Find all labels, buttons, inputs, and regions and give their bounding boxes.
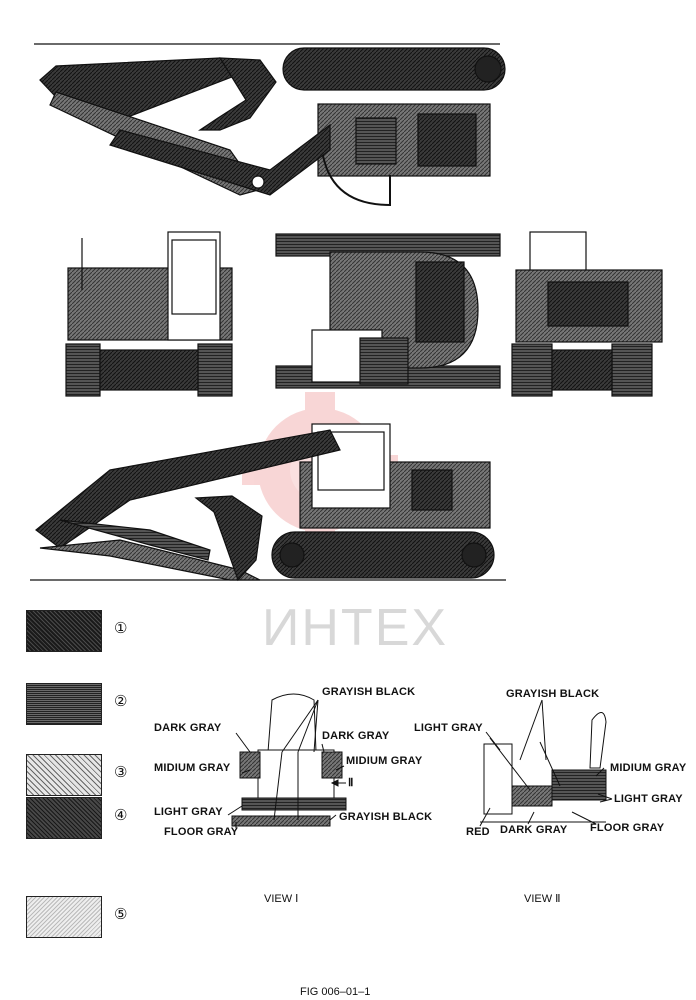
view2-label-light-gray-top: LIGHT GRAY bbox=[414, 722, 483, 734]
legend-swatch-2 bbox=[26, 683, 102, 725]
view2-title: VIEW Ⅱ bbox=[524, 893, 561, 905]
view2-cab-drawing bbox=[479, 699, 613, 827]
legend-swatch-1 bbox=[26, 610, 102, 652]
watermark-text: ИНТЕХ bbox=[262, 599, 449, 657]
view1-label-midium-gray-right: MIDIUM GRAY bbox=[346, 755, 423, 767]
legend-marker-2: ② bbox=[114, 693, 128, 710]
view1-label-grayish-black-bottom: GRAYISH BLACK bbox=[339, 811, 433, 823]
legend-marker-3: ③ bbox=[114, 764, 128, 781]
figure-caption: FIG 006–01–1 bbox=[300, 986, 371, 998]
view2-label-dark-gray: DARK GRAY bbox=[500, 824, 568, 836]
legend-swatch-3 bbox=[26, 754, 102, 796]
view1-arrow-mark: Ⅱ bbox=[348, 777, 354, 789]
legend-swatch-5 bbox=[26, 896, 102, 938]
view1-label-midium-gray-left: MIDIUM GRAY bbox=[154, 762, 231, 774]
view1-label-light-gray: LIGHT GRAY bbox=[154, 806, 223, 818]
legend-marker-4: ④ bbox=[114, 807, 128, 824]
view1-cab-drawing bbox=[227, 693, 347, 828]
left-view bbox=[65, 231, 233, 397]
legend-marker-5: ⑤ bbox=[114, 906, 128, 923]
view1-label-dark-gray-right: DARK GRAY bbox=[322, 730, 390, 742]
view2-label-red: RED bbox=[466, 826, 490, 838]
view1-title: VIEW Ⅰ bbox=[264, 893, 299, 905]
top-plan-view bbox=[275, 233, 501, 389]
view1-label-dark-gray-left: DARK GRAY bbox=[154, 722, 222, 734]
view2-label-grayish-black: GRAYISH BLACK bbox=[506, 688, 600, 700]
view1-label-floor-gray: FLOOR GRAY bbox=[164, 826, 239, 838]
view2-label-light-gray-right: LIGHT GRAY bbox=[614, 793, 683, 805]
legend-marker-1: ① bbox=[114, 620, 128, 637]
view2-label-midium-gray: MIDIUM GRAY bbox=[610, 762, 687, 774]
rear-view bbox=[511, 231, 663, 397]
legend-swatch-4 bbox=[26, 797, 102, 839]
side-view bbox=[30, 423, 506, 582]
view1-label-grayish-black-top: GRAYISH BLACK bbox=[322, 686, 416, 698]
top-view bbox=[34, 43, 506, 207]
view2-label-floor-gray: FLOOR GRAY bbox=[590, 822, 665, 834]
